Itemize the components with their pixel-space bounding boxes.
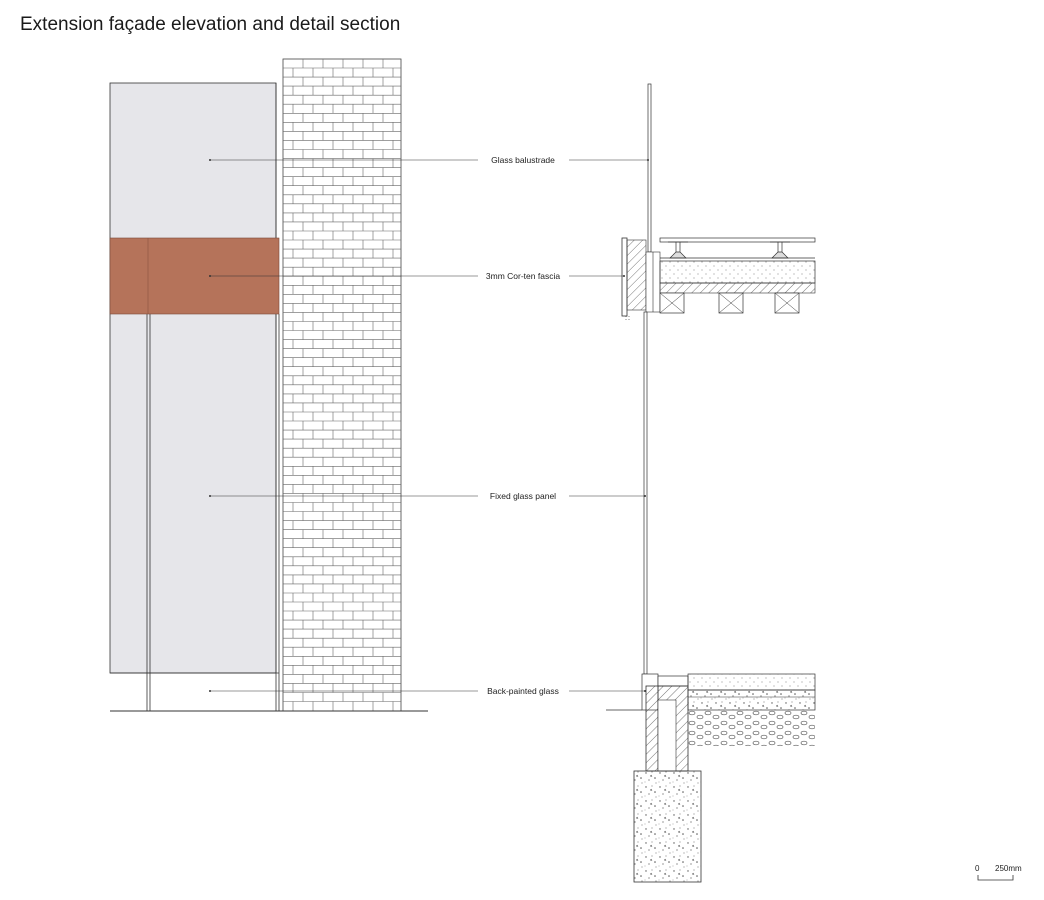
floor-slab xyxy=(687,689,816,711)
annotation-labels: Glass balustrade 3mm Cor-ten fascia Fixe… xyxy=(480,152,568,698)
roof-joists xyxy=(659,292,800,314)
fixed-glass-panel xyxy=(643,311,648,675)
page-title: Extension façade elevation and detail se… xyxy=(20,14,401,35)
label-glass-balustrade: Glass balustrade xyxy=(491,155,555,165)
corten-fascia-section xyxy=(621,237,628,317)
scale-bar-zero: 0 xyxy=(975,864,980,873)
scale-bar-length: 250mm xyxy=(995,864,1022,873)
roof-insulation xyxy=(659,260,816,284)
label-corten-fascia: 3mm Cor-ten fascia xyxy=(486,271,560,281)
glass-balustrade xyxy=(647,83,652,253)
brick-wall xyxy=(282,58,402,712)
glass-panel-elevation xyxy=(109,82,277,674)
deck-pedestals xyxy=(668,241,790,259)
label-fixed-glass-panel: Fixed glass panel xyxy=(490,491,556,501)
section-detail xyxy=(606,83,816,883)
scale-bar: 0 250mm xyxy=(975,864,1022,881)
annotation-leaders xyxy=(209,159,649,692)
label-back-painted-glass: Back-painted glass xyxy=(487,686,559,696)
floor-screed xyxy=(687,673,816,691)
elevation xyxy=(109,58,428,712)
hardcore-gravel xyxy=(688,710,815,746)
roof-deck-slats xyxy=(659,237,816,243)
concrete-footing xyxy=(633,770,702,883)
